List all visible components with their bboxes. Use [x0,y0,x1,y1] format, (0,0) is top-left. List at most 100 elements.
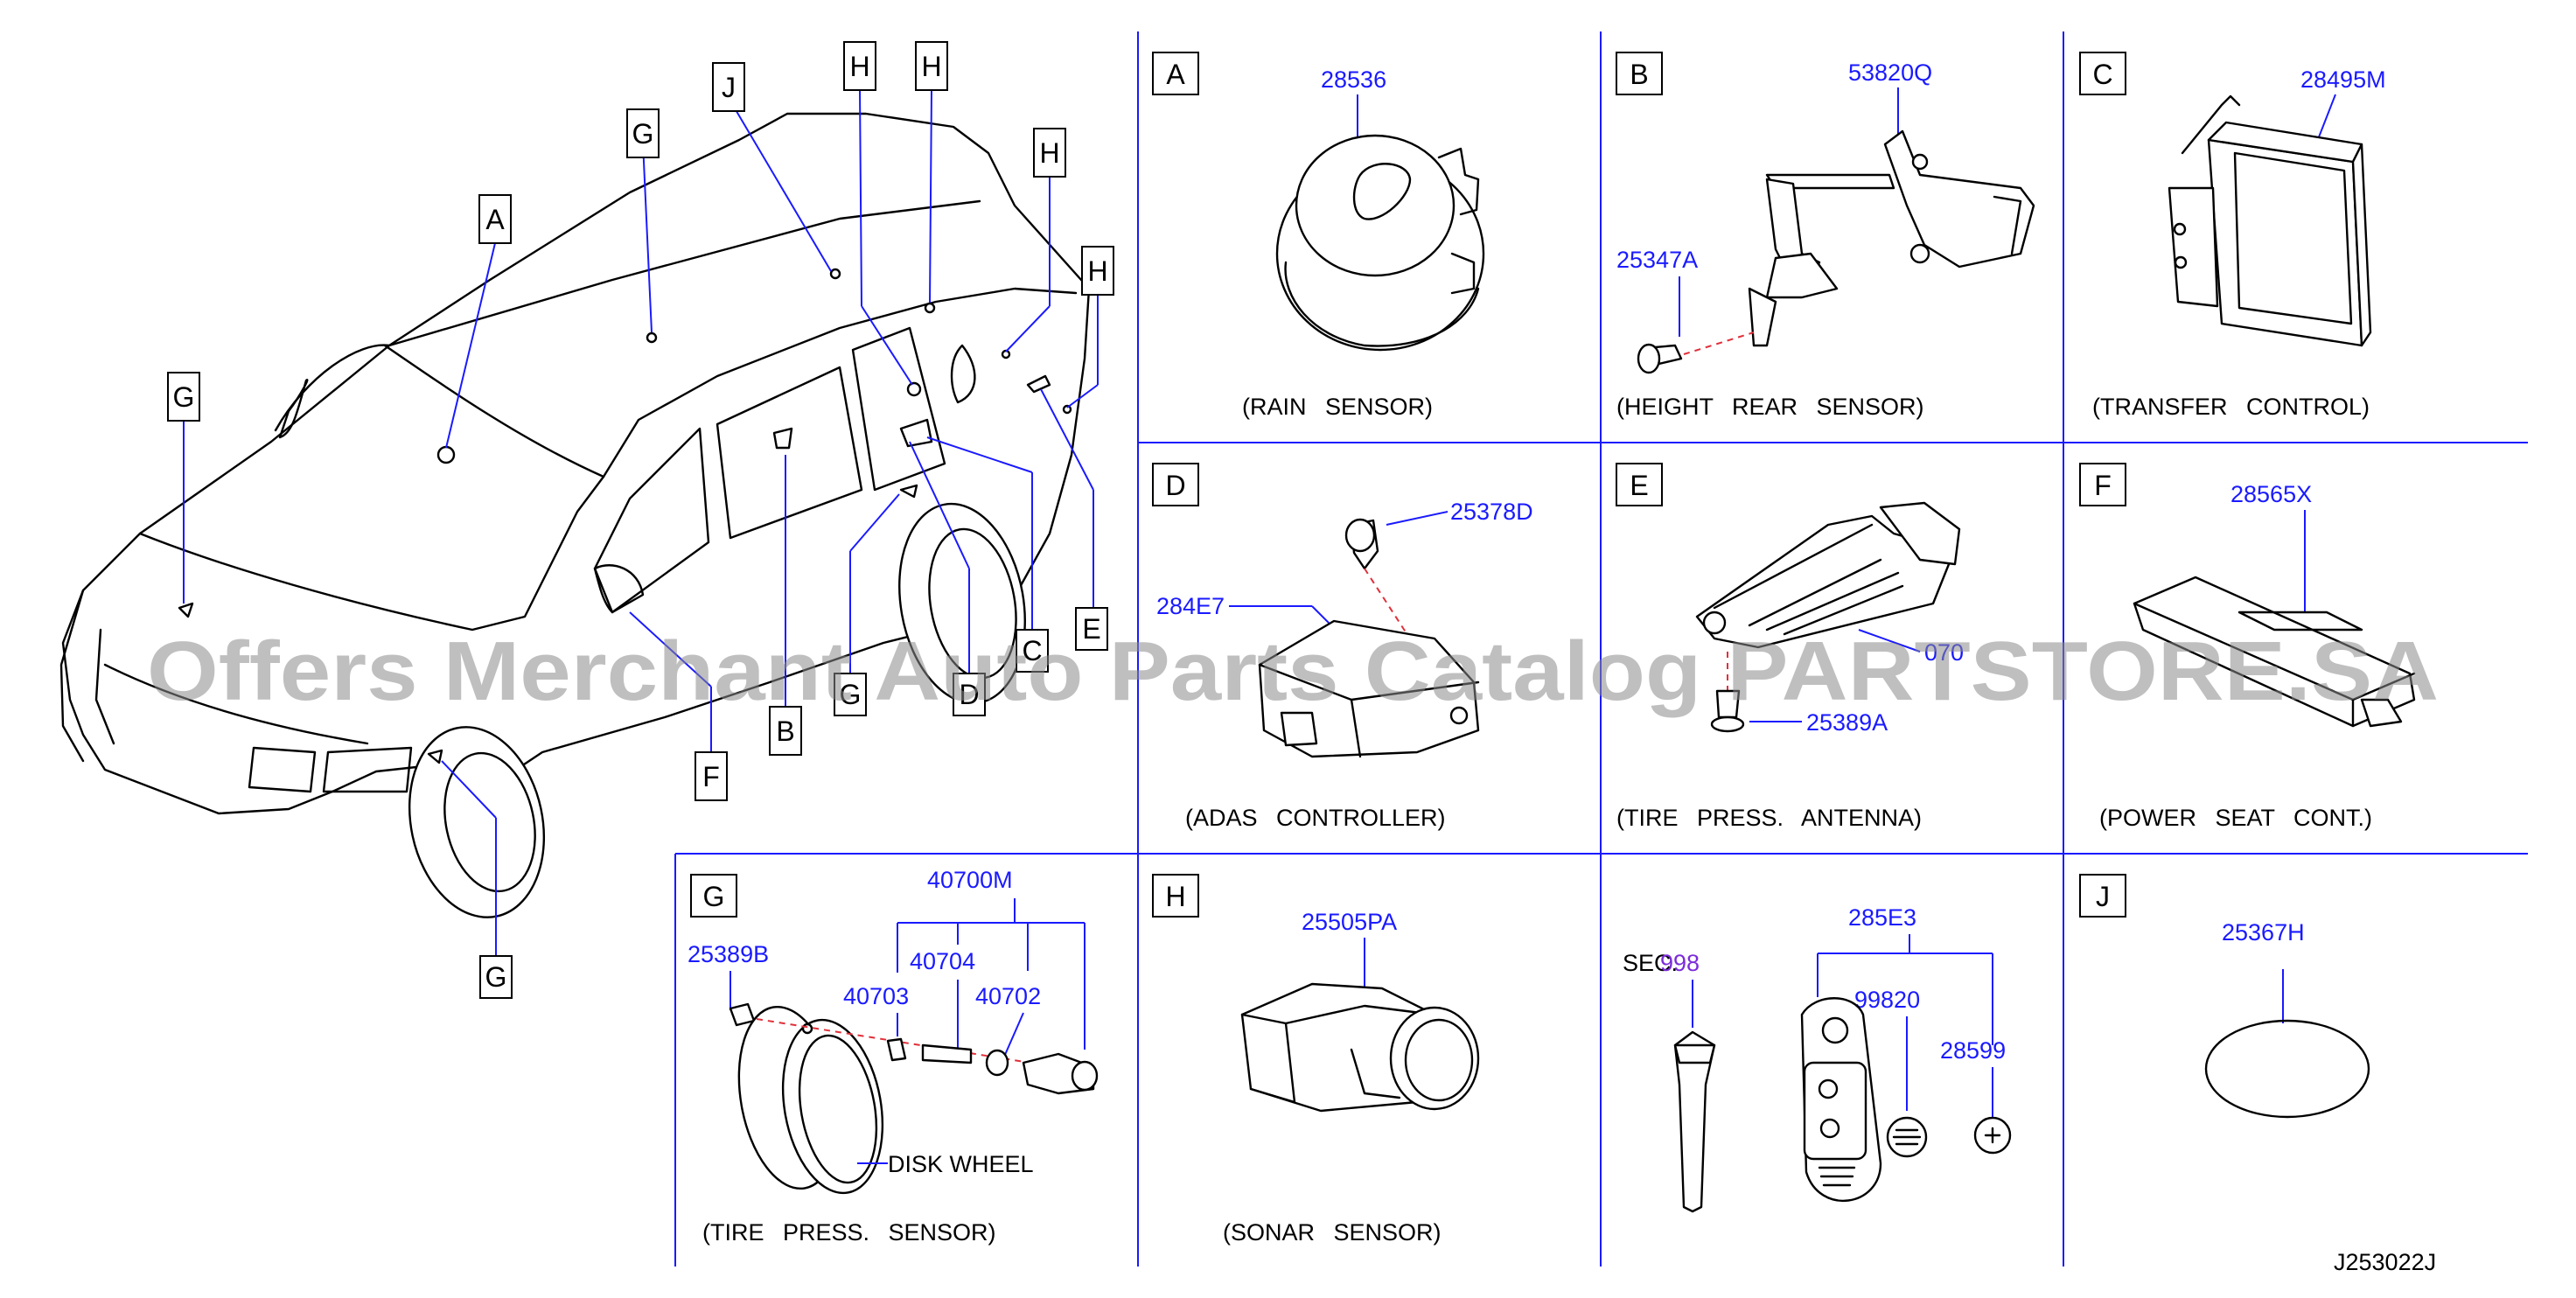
callout-h-rear-mid-label: H [1039,137,1059,169]
panel-g-caption: (TIRE PRESS. SENSOR) [702,1219,996,1246]
callout-j-label: H [849,51,869,82]
panel-a-letter: A [1166,59,1185,90]
panel-e-letter: E [1630,470,1648,501]
callout-g-wheel: G [479,955,513,999]
panel-g-letter: G [703,881,725,912]
callout-g-rear-label: G [840,679,862,710]
callout-e: E [1075,607,1108,651]
callout-c: C [1016,629,1049,673]
callout-a-label: A [485,204,505,235]
part-53820Q: 53820Q [1848,59,1932,86]
panel-b-caption: (HEIGHT REAR SENSOR) [1616,394,1924,420]
panel-c-letter-box [2079,52,2126,95]
part-25505PA: 25505PA [1302,909,1397,935]
callout-g-roof: G [626,108,660,158]
panel-grid [674,31,2528,1267]
callout-h-rear-mid: H [1033,128,1066,178]
callout-c-label: C [1022,635,1042,666]
callout-a: A [478,194,512,244]
panel-h-letter-box [1152,874,1199,918]
callout-d-label: D [959,679,979,710]
panel-key: SEC. 998 285E3 99820 28599 [1623,904,2012,1213]
panel-a-letter-box [1152,52,1199,95]
part-28599: 28599 [1940,1037,2006,1064]
callout-e-label: E [1082,613,1100,645]
callout-h-roof-label: J [722,72,736,103]
callout-g-rear: G [834,673,867,716]
transfer-control-drawing [2168,94,2372,347]
panel-f: F 28565X (POWER SEAT CONT.) [2079,463,2416,831]
panel-d-letter-box [1152,463,1199,506]
tire-sensor-drawing [729,1002,1099,1195]
part-25389A: 25389A [1806,709,1888,736]
rain-sensor-drawing [1275,134,1485,352]
part-28565X: 28565X [2230,481,2312,507]
part-28536: 28536 [1321,66,1386,93]
tire-antenna-drawing [1695,501,1961,733]
sec-number: 998 [1660,950,1700,976]
panel-c: C 28495M (TRANSFER CONTROL) [2079,52,2386,420]
callout-h-rear-upper-label: H [921,51,941,82]
panel-h-letter: H [1165,881,1185,912]
part-25347A: 25347A [1616,247,1698,273]
panel-j-letter-box [2079,874,2126,918]
panel-a: A 28536 (RAIN SENSOR) [1152,52,1485,420]
panel-e-caption: (TIRE PRESS. ANTENNA) [1616,805,1922,831]
part-25389B: 25389B [688,941,769,967]
callout-h-roof: J [712,62,745,112]
vehicle-illustration [59,89,1099,968]
part-28495M: 28495M [2300,66,2386,93]
panel-h: H 25505PA (SONAR SENSOR) [1152,874,1480,1246]
sec-label: SEC. [1623,950,1678,976]
part-285E3: 285E3 [1848,904,1916,931]
callout-g-roof-label: G [632,118,654,150]
part-99820: 99820 [1854,987,1920,1013]
callout-g-front-label: G [173,381,195,413]
panel-b-letter-box [1616,52,1663,95]
part-40700M: 40700M [927,867,1013,893]
panel-f-caption: (POWER SEAT CONT.) [2099,805,2372,831]
label-sticker-shape [2204,1019,2370,1119]
height-sensor-drawing [1637,129,2035,374]
power-seat-control-drawing [2133,576,2416,728]
part-40703: 40703 [843,983,909,1009]
callout-h-rear-upper: H [915,41,948,91]
panel-h-caption: (SONAR SENSOR) [1223,1219,1442,1246]
panel-d-caption: (ADAS CONTROLLER) [1185,805,1446,831]
panel-e-letter-box [1616,463,1663,506]
sonar-sensor-drawing [1240,982,1480,1113]
callout-h-rear-lower-label: H [1087,255,1107,287]
part-25367H: 25367H [2222,919,2305,946]
panel-c-letter: C [2092,59,2112,90]
panel-b: B 53820Q 25347A (HEIGHT REAR SENSOR) [1616,52,2035,420]
panel-b-letter: B [1630,59,1648,90]
panel-d-letter: D [1165,470,1185,501]
panel-j: J 25367H [2079,874,2370,1119]
callout-b: B [769,706,802,756]
callout-d: D [953,673,986,716]
callout-h-rear-lower: H [1081,246,1114,296]
panel-a-caption: (RAIN SENSOR) [1242,394,1433,420]
callout-g-wheel-label: G [485,961,507,993]
panel-e: E 070 25389A (TIRE PRESS. ANTENNA) [1616,463,1964,831]
callout-f: F [695,751,728,801]
key-fob-drawing [1673,997,2012,1213]
panel-c-caption: (TRANSFER CONTROL) [2092,394,2370,420]
watermark: Offers Merchant Auto Parts Catalog PARTS… [147,625,2439,718]
part-40702: 40702 [975,983,1041,1009]
callout-g-front: G [167,372,200,422]
disk-wheel-label: DISK WHEEL [888,1151,1034,1177]
callout-f-label: F [702,761,720,792]
panel-g-letter-box [690,874,737,918]
panel-d: D 25378D 284E7 (ADAS CONTROLLER) [1152,463,1533,831]
panel-f-letter: F [2094,470,2112,501]
diagram-code: J253022J [2334,1249,2436,1275]
part-070: 070 [1924,639,1964,666]
panel-g: G 40700M 40704 40703 40702 25389B [688,867,1099,1246]
callout-j: H [843,41,876,91]
panel-f-letter-box [2079,463,2126,506]
part-40704: 40704 [910,948,975,974]
callout-b-label: B [776,715,794,747]
part-284E7: 284E7 [1156,593,1225,619]
